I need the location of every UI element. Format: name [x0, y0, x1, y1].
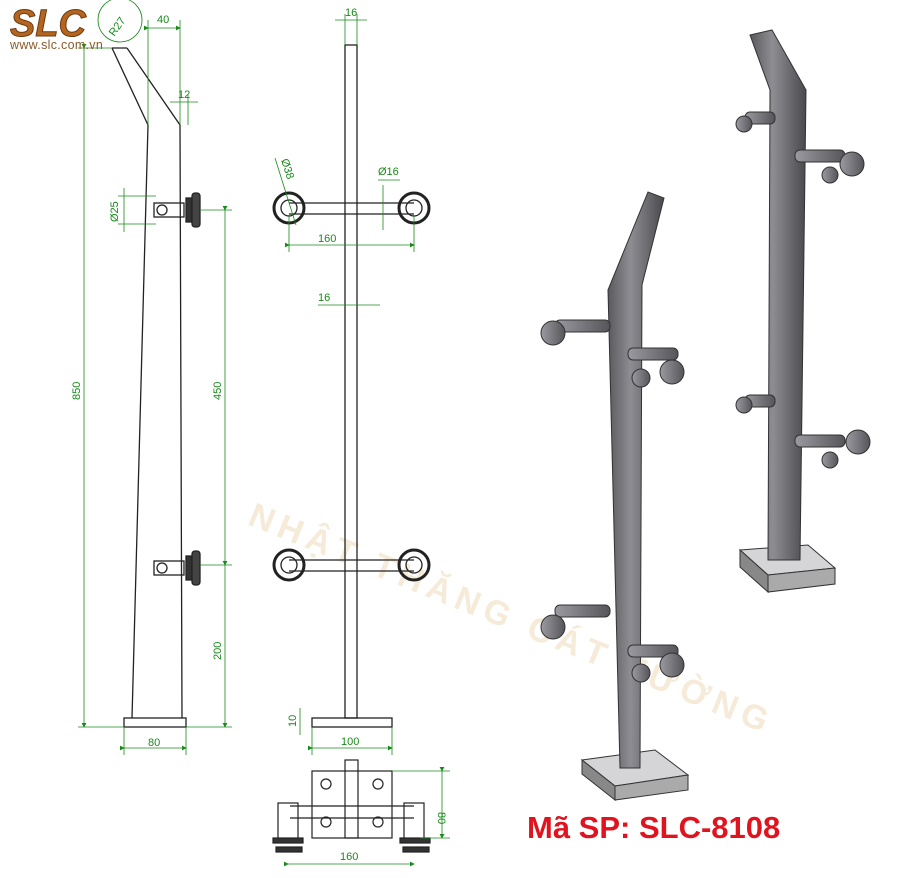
render-post-back — [735, 29, 871, 594]
front-dimensions — [274, 14, 415, 755]
product-code: Mã SP: SLC-8108 — [527, 810, 781, 845]
dim-base-thickness: 10 — [287, 715, 299, 727]
arm-lower — [272, 548, 431, 582]
render-post-front — [540, 191, 690, 802]
dim-arm-span: 160 — [318, 233, 336, 245]
bottom-view — [272, 759, 431, 853]
dim-spacing: 450 — [212, 382, 224, 400]
dim-clamp-dia: Ø25 — [109, 201, 121, 222]
dim-wall: 12 — [178, 89, 190, 101]
clamp-upper — [153, 192, 201, 228]
dim-top-width: 40 — [157, 14, 169, 26]
clamp-lower — [153, 550, 201, 586]
website-text: www.slc.com.vn — [10, 38, 104, 52]
side-view — [111, 47, 201, 728]
svg-text:SLC: SLC — [10, 4, 87, 42]
dim-total-height: 850 — [71, 382, 83, 400]
front-view — [272, 44, 431, 728]
arm-upper — [272, 191, 431, 225]
slc-logo: SLC — [10, 4, 88, 42]
dim-pole-width-mid: 16 — [318, 292, 330, 304]
dim-bottom-offset: 200 — [212, 642, 224, 660]
side-dimensions — [78, 0, 232, 755]
dim-base-width-front: 100 — [341, 736, 359, 748]
dim-base-width: 80 — [148, 737, 160, 749]
dim-bottom-arm-span: 160 — [340, 851, 358, 863]
dim-pin-dia: Ø16 — [378, 166, 399, 178]
dim-pole-width-top: 16 — [345, 7, 357, 19]
dim-base-depth: 80 — [435, 812, 447, 824]
